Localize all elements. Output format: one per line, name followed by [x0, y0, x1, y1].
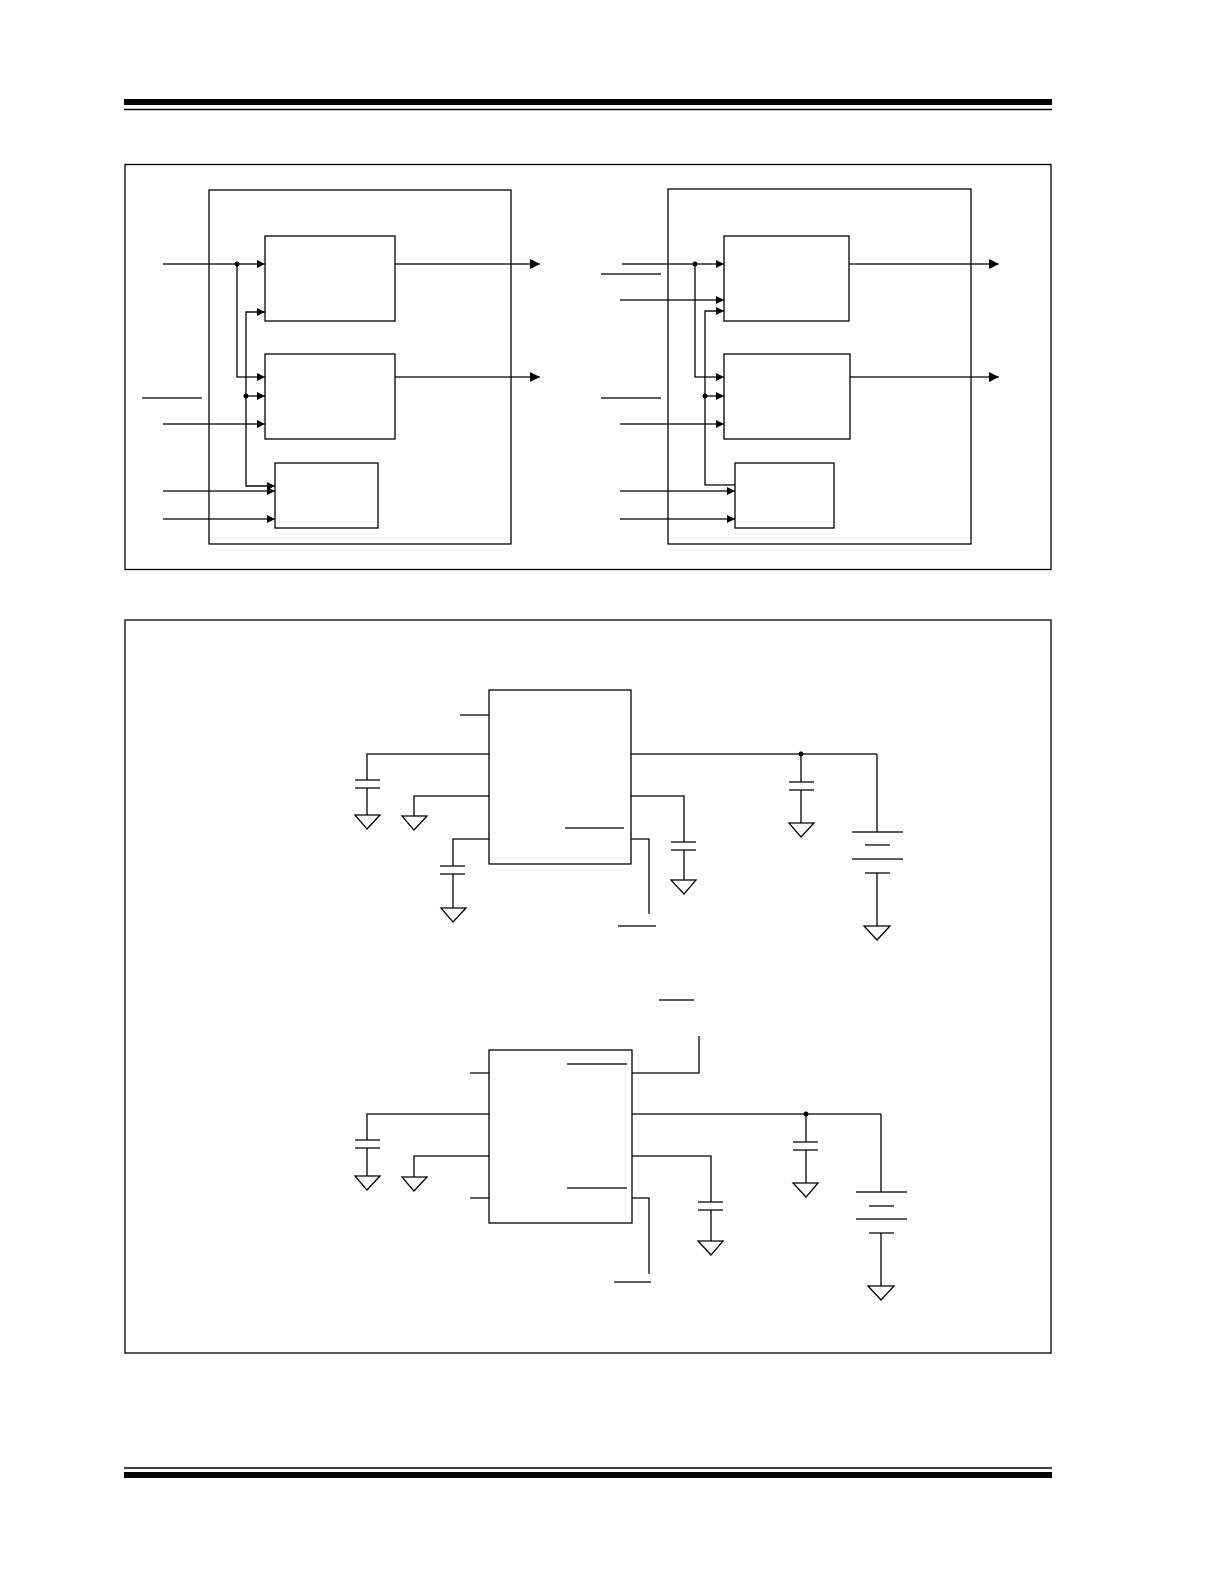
ground-symbol [353, 814, 382, 830]
ic-package [488, 689, 632, 865]
left-block-diagram [142, 189, 540, 545]
junction-dot [702, 393, 708, 399]
ground-symbol [400, 1176, 429, 1192]
upper-circuit [353, 689, 903, 941]
ground-symbol [787, 822, 816, 838]
capacitor-symbol [440, 865, 465, 875]
signal-wire [236, 264, 265, 381]
figure-frame [124, 619, 1052, 1354]
output-wire [632, 1036, 700, 1074]
function-block-top [723, 235, 850, 322]
capacitor-symbol [355, 1139, 380, 1149]
ground-symbol [400, 815, 429, 831]
wire [413, 795, 489, 816]
output-wire [631, 838, 650, 914]
battery-symbol [852, 831, 903, 874]
function-block-bottom [274, 462, 379, 529]
application-circuit-figure [124, 619, 1052, 1354]
ground-symbol [669, 879, 698, 895]
figure-frame [124, 163, 1052, 571]
signal-wire [694, 264, 724, 381]
function-block-middle [723, 353, 851, 440]
capacitor-symbol [355, 779, 380, 789]
ground-symbol [862, 925, 892, 941]
capacitor-symbol [671, 841, 696, 851]
device-outline [208, 189, 512, 545]
ground-symbol [791, 1182, 820, 1198]
footer-rule [124, 1467, 1052, 1478]
wire [452, 838, 489, 866]
battery-symbol [856, 1191, 907, 1234]
capacitor-symbol [698, 1201, 723, 1211]
signal-wire [245, 311, 275, 487]
wire [366, 753, 489, 780]
right-block-diagram [601, 188, 999, 545]
function-block-top [264, 235, 396, 322]
wire [631, 795, 685, 842]
capacitor-symbol [789, 781, 814, 791]
ground-symbol [439, 907, 468, 923]
wire [366, 1113, 489, 1140]
block-diagram-figure [124, 163, 1052, 571]
ground-symbol [866, 1285, 896, 1301]
wire [632, 1155, 712, 1202]
ground-symbol [353, 1175, 382, 1191]
function-block-bottom [734, 462, 835, 529]
lower-circuit [353, 999, 907, 1301]
capacitor-symbol [793, 1141, 818, 1151]
ground-symbol [696, 1240, 725, 1256]
output-wire [632, 1197, 650, 1274]
wire [413, 1155, 489, 1177]
ic-package [488, 1049, 633, 1224]
header-rule [124, 99, 1052, 111]
signal-wire [704, 310, 735, 486]
device-outline [667, 188, 972, 545]
junction-dot [243, 393, 249, 399]
function-block-middle [264, 353, 396, 440]
